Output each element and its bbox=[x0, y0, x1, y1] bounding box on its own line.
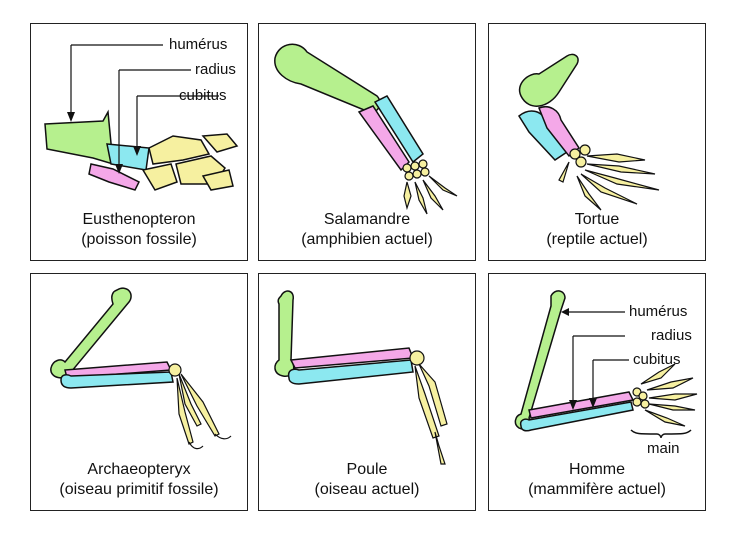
label-cubitus: cubitus bbox=[179, 87, 227, 104]
tortue-limb-drawing bbox=[518, 53, 660, 211]
salamandre-limb-drawing bbox=[274, 43, 458, 215]
caption-group: (poisson fossile) bbox=[81, 231, 197, 248]
caption-salamandre: Salamandre (amphibien actuel) bbox=[259, 210, 475, 250]
salamandre-hand-bones bbox=[402, 159, 458, 215]
panel-salamandre: Salamandre (amphibien actuel) bbox=[258, 23, 476, 261]
salamandre-cubitus bbox=[373, 95, 424, 164]
caption-poule: Poule (oiseau actuel) bbox=[259, 460, 475, 500]
caption-group: (mammifère actuel) bbox=[528, 481, 666, 498]
tortue-hand-bones bbox=[558, 144, 660, 211]
caption-name: Poule bbox=[346, 461, 388, 478]
panel-homme: humérus radius cubitus main Homme (mammi… bbox=[488, 273, 706, 511]
label-cubitus: cubitus bbox=[633, 351, 681, 368]
panel-tortue: Tortue (reptile actuel) bbox=[488, 23, 706, 261]
label-main: main bbox=[647, 440, 680, 457]
archaeopteryx-cubitus bbox=[60, 371, 174, 389]
eusthenopteron-fin-bones bbox=[141, 133, 239, 191]
panel-poule: Poule (oiseau actuel) bbox=[258, 273, 476, 511]
eusthenopteron-radius bbox=[88, 163, 141, 191]
eusthenopteron-humerus bbox=[44, 109, 114, 166]
caption-group: (oiseau primitif fossile) bbox=[59, 481, 219, 498]
caption-name: Salamandre bbox=[323, 211, 411, 228]
homme-cubitus bbox=[519, 401, 634, 432]
caption-name: Archaeopteryx bbox=[87, 461, 191, 478]
poule-cubitus bbox=[287, 359, 414, 385]
label-radius: radius bbox=[195, 61, 236, 78]
poule-wing-drawing bbox=[274, 290, 448, 465]
poule-humerus bbox=[274, 290, 295, 377]
eusthenopteron-cubitus bbox=[106, 143, 150, 171]
salamandre-radius bbox=[357, 105, 410, 172]
caption-archaeopteryx: Archaeopteryx (oiseau primitif fossile) bbox=[31, 460, 247, 500]
caption-group: (amphibien actuel) bbox=[301, 231, 433, 248]
caption-eusthenopteron: Eusthenopteron (poisson fossile) bbox=[31, 210, 247, 250]
tortue-humerus bbox=[518, 53, 579, 107]
panel-eusthenopteron: humérus radius cubitus Eusthenopteron (p… bbox=[30, 23, 248, 261]
eusthenopteron-fin-drawing bbox=[44, 44, 239, 191]
caption-name: Eusthenopteron bbox=[82, 211, 196, 228]
salamandre-humerus bbox=[274, 43, 381, 113]
label-humerus: humérus bbox=[169, 36, 228, 53]
archaeopteryx-humerus bbox=[50, 287, 132, 379]
homme-arm-drawing bbox=[514, 290, 698, 439]
caption-group: (oiseau actuel) bbox=[314, 481, 420, 498]
panel-archaeopteryx: Archaeopteryx (oiseau primitif fossile) bbox=[30, 273, 248, 511]
caption-tortue: Tortue (reptile actuel) bbox=[489, 210, 705, 250]
caption-group: (reptile actuel) bbox=[546, 231, 648, 248]
poule-hand-bones bbox=[409, 350, 448, 465]
homme-hand-bones bbox=[632, 363, 698, 427]
caption-name: Homme bbox=[568, 461, 625, 478]
main-bracket bbox=[630, 429, 692, 439]
archaeopteryx-wing-drawing bbox=[50, 287, 232, 450]
label-humerus: humérus bbox=[629, 303, 688, 320]
caption-homme: Homme (mammifère actuel) bbox=[489, 460, 705, 500]
archaeopteryx-hand-bones bbox=[168, 363, 232, 450]
caption-name: Tortue bbox=[574, 211, 620, 228]
label-radius: radius bbox=[651, 327, 692, 344]
